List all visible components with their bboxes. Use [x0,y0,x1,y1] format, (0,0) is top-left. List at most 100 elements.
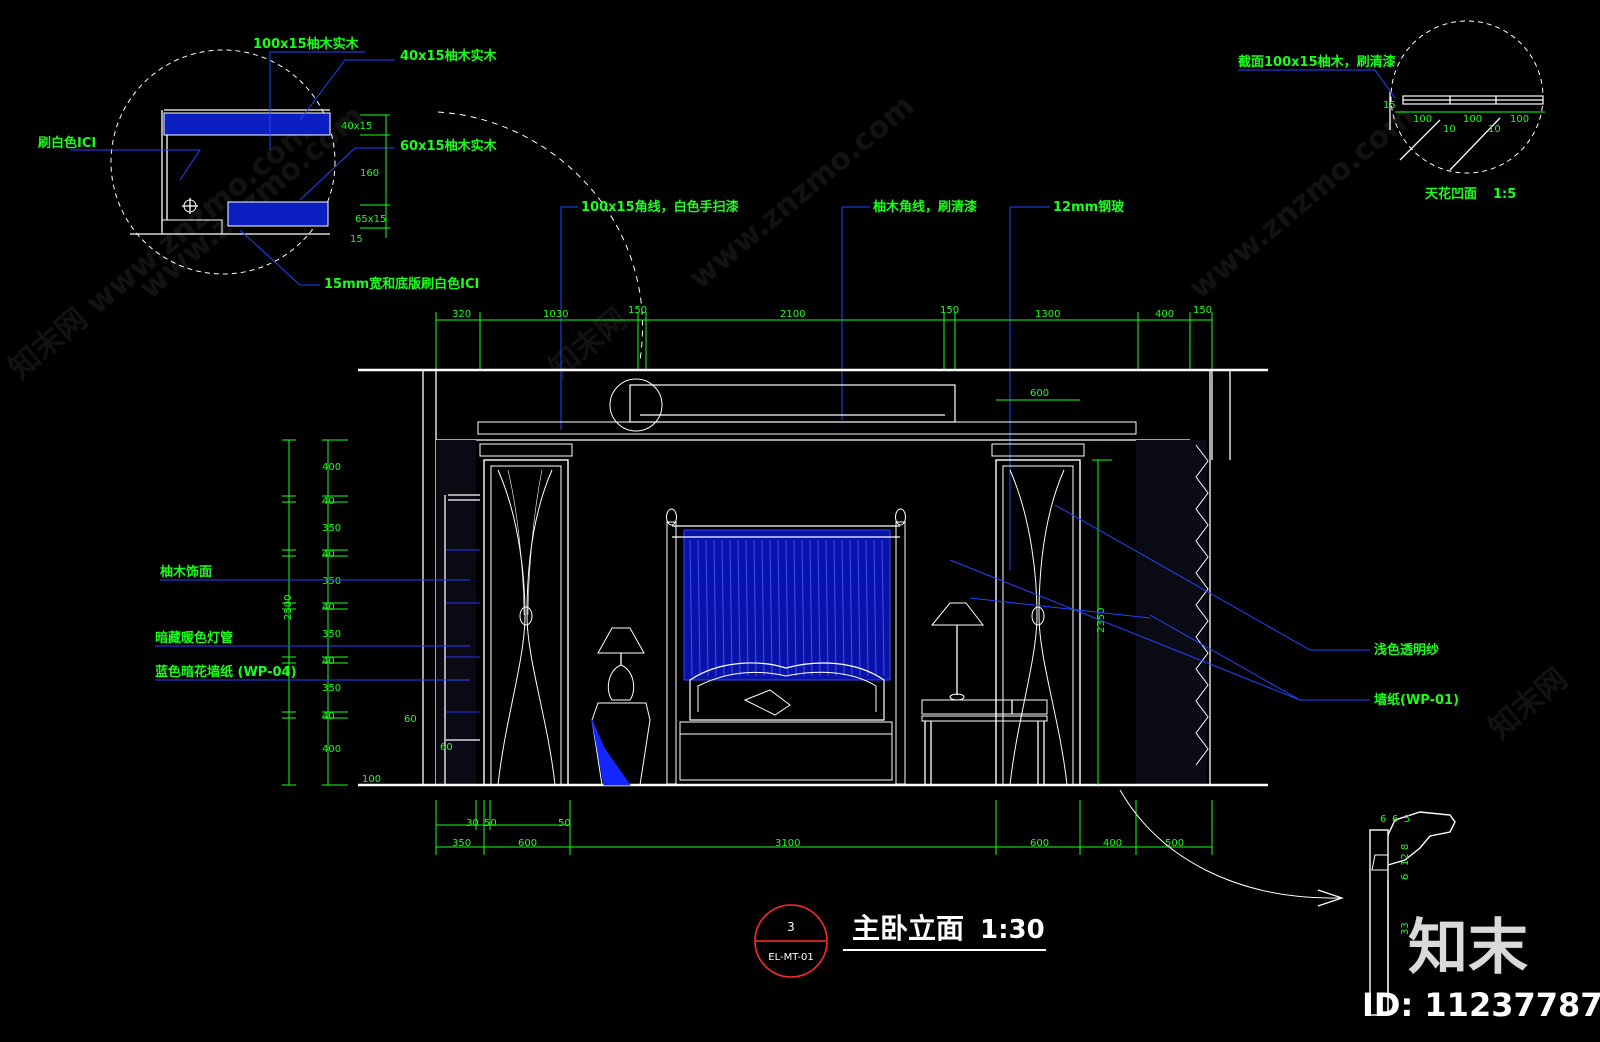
dim-text: 40 [322,549,335,560]
dim-text: 160 [360,168,379,179]
dim-text: 350 [322,523,341,534]
dim-text: 350 [322,629,341,640]
drape-fold [873,539,877,677]
dim-text: 33 [1400,922,1411,935]
watermark-text: 知末网 www.znzmo.com [3,114,318,387]
teak-top-board [163,112,331,136]
drape-fold [769,539,773,677]
dim-text: 100 [1413,114,1432,125]
detail-right: 截面100x15柚木，刷清漆 天花凹面 1:5 15 100 10 100 10… [1238,20,1545,202]
dim-text: 6 [1380,814,1386,825]
drape-fold [729,539,733,677]
moulding-leader [1119,789,1341,899]
dim-text: 40 [322,602,335,613]
dim-text: 1300 [1035,309,1060,320]
ceiling-recess [629,384,956,423]
dim-text: 400 [1103,838,1122,849]
dim-text: 600 [1030,388,1049,399]
watermark-text: www.znzmo.com [683,88,921,296]
label-white-ici: 刷白色ICI [38,135,96,151]
dim-text: 350 [452,838,471,849]
dim-text: 10 [1488,124,1501,135]
dim-text: 60 [404,714,417,725]
ref-number: 3 [787,920,795,934]
callout-corner-line: 100x15角线，白色手扫漆 [581,199,739,215]
dim-text: 600 [518,838,537,849]
dim-text: 60 [440,742,453,753]
canopy-bed [666,508,906,785]
drape-fold [833,539,837,677]
right-lamp-desk [921,602,1048,785]
drape-fold [849,539,853,677]
drape-fold [841,539,845,677]
ref-circle [754,904,828,978]
curtain-right [991,443,1085,786]
dim-text: 65x15 [355,214,386,225]
left-shelving [444,494,480,785]
detail-leader-arc [437,111,644,361]
label-15mm: 15mm宽和底版刷白色ICI [324,276,479,292]
top-callouts: 100x15角线，白色手扫漆 柚木角线，刷清漆 12mm钢玻 [560,199,1125,570]
dim-text: 2500 [283,595,294,620]
callout-warm-light: 暗藏暖色灯管 [155,630,233,646]
dim-text: 3100 [775,838,800,849]
label-section: 截面100x15柚木，刷清漆 [1238,54,1396,70]
callout-blue-wallpaper: 蓝色暗花墙纸 (WP-04) [155,664,297,680]
dim-text: 40 [322,656,335,667]
drape-fold [697,539,701,677]
dim-text: 40 [322,496,335,507]
dim-text: 2100 [780,309,805,320]
drape-fold [689,539,693,677]
drape-fold [721,539,725,677]
callout-teak-line: 柚木角线，刷清漆 [873,199,977,215]
drape-fold [745,539,749,677]
drape-fold [881,539,885,677]
dim-text: 350 [322,683,341,694]
detail-circle [110,49,336,275]
drape-fold [785,539,789,677]
drape-fold [753,539,757,677]
drape-fold [713,539,717,677]
label-60x15: 60x15柚木实木 [400,138,498,154]
dim-text: 8 [1400,844,1411,850]
bottom-dimension-chain: 350 600 3100 600 400 500 30 50 50 [435,800,1213,855]
label-caption: 天花凹面 [1425,186,1477,202]
title-block: 3 EL-MT-01 主卧立面 1:30 [754,904,1046,978]
brand-id: ID: 1123778733 [1362,986,1600,1024]
drape-fold [825,539,829,677]
drape-fold [737,539,741,677]
brand-corner: 知末 ID: 1123778733 [1362,913,1600,1024]
brand-logo: 知末 [1408,913,1528,983]
dim-text: 6 [1392,814,1398,825]
dim-text: 50 [484,818,497,829]
dim-text: 50 [558,818,571,829]
callout-steel-glass: 12mm钢玻 [1053,199,1125,215]
drape-fold [793,539,797,677]
dim-text: 150 [628,305,647,316]
dim-text: 600 [1030,838,1049,849]
callout-wallpaper-wp01: 墙纸(WP-01) [1374,692,1459,708]
right-callouts: 浅色透明纱 墙纸(WP-01) [949,504,1459,708]
dim-text: 1030 [543,309,568,320]
dim-text: 400 [322,462,341,473]
detail-marker-circle [609,378,663,432]
dim-text: 400 [322,744,341,755]
teak-side-board [227,201,329,227]
drape-fold [809,539,813,677]
drape-fold [817,539,821,677]
detail-left: 100x15柚木实木 40x15柚木实木 刷白色ICI 60x15柚木实木 15… [38,36,498,292]
curtain-left [479,443,573,786]
label-scale: 1:5 [1493,187,1516,202]
left-callouts: 柚木饰面 暗藏暖色灯管 蓝色暗花墙纸 (WP-04) [155,564,470,681]
drawing-title: 主卧立面 [852,912,964,945]
moulding-profile: 6 6 5 8 12 6 33 [1369,811,1456,1016]
dim-text: 5 [1404,814,1410,825]
drawing-scale: 1:30 [980,915,1045,945]
dim-text: 6 [1400,874,1411,880]
drape-fold [777,539,781,677]
dim-text: 15 [350,234,363,245]
dim-text: 12 [1400,853,1411,866]
dim-text: 10 [1443,124,1456,135]
